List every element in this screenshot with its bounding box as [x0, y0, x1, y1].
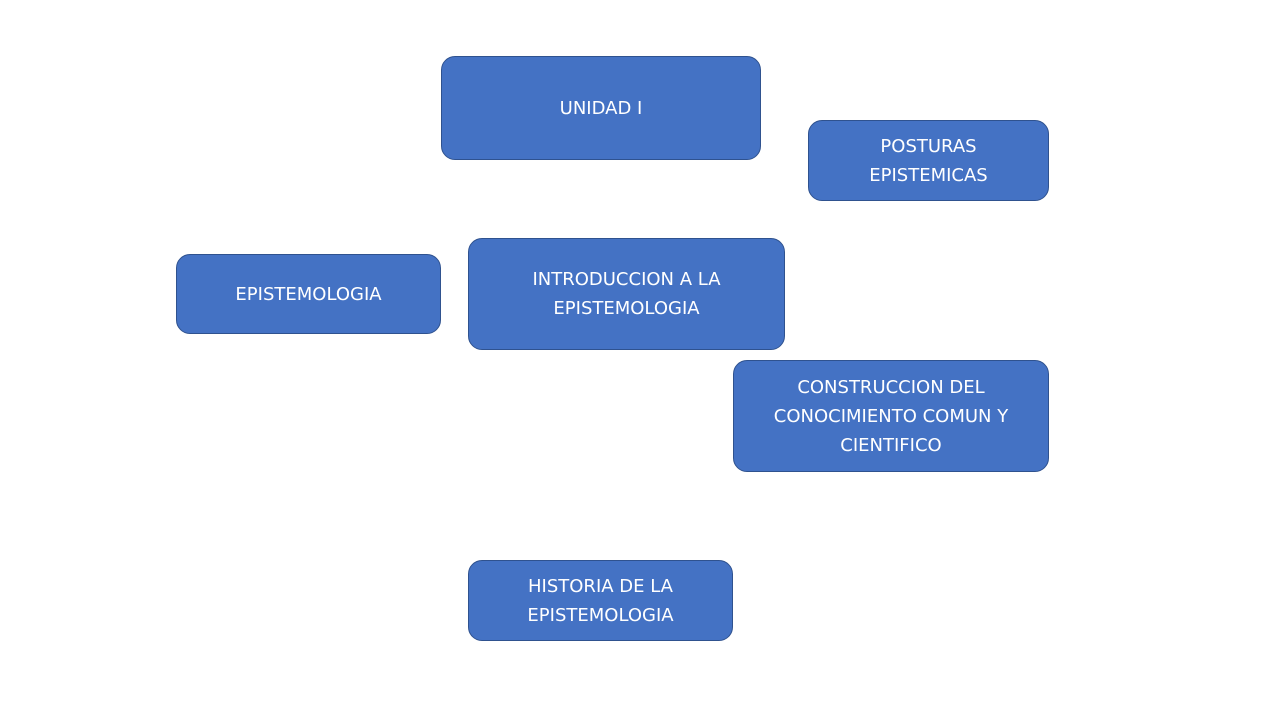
construccion-label-line-3: CIENTIFICO	[840, 434, 942, 456]
introduccion-label-line-2: EPISTEMOLOGIA	[553, 298, 700, 319]
unidad-box: UNIDAD I	[441, 56, 761, 160]
epistemologia-box: EPISTEMOLOGIA	[176, 254, 441, 334]
posturas-label-line-2: EPISTEMICAS	[869, 164, 988, 186]
posturas-epistemicas-box: POSTURAS EPISTEMICAS	[808, 120, 1049, 201]
historia-label-line-2: EPISTEMOLOGIA	[527, 604, 674, 626]
historia-box: HISTORIA DE LA EPISTEMOLOGIA	[468, 560, 733, 641]
epistemologia-label: EPISTEMOLOGIA	[235, 283, 382, 305]
construccion-label-line-1: CONSTRUCCION DEL	[797, 376, 985, 398]
introduccion-box: INTRODUCCION A LA EPISTEMOLOGIA	[468, 238, 785, 350]
introduccion-label-line-1: INTRODUCCION A LA	[532, 269, 721, 290]
construccion-conocimiento-box: CONSTRUCCION DEL CONOCIMIENTO COMUN Y CI…	[733, 360, 1049, 472]
construccion-label-line-2: CONOCIMIENTO COMUN Y	[773, 405, 1009, 427]
unidad-label: UNIDAD I	[559, 97, 643, 119]
historia-label-line-1: HISTORIA DE LA	[528, 575, 673, 597]
posturas-label-line-1: POSTURAS	[880, 135, 977, 157]
